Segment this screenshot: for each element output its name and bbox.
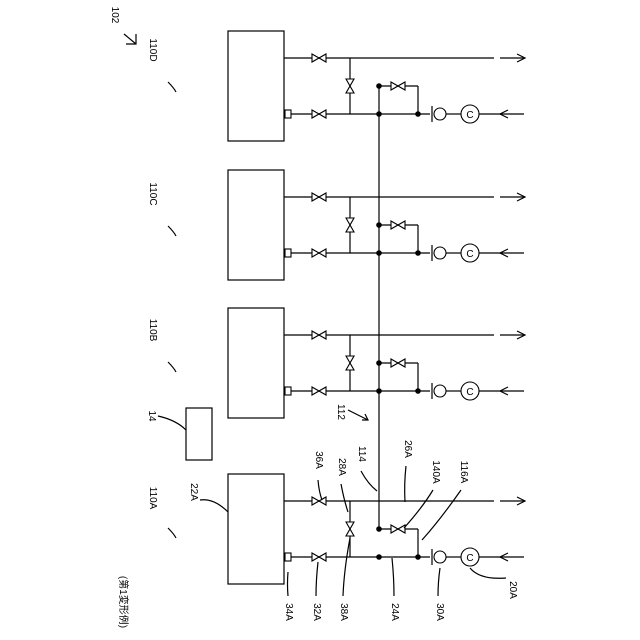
- module-label-110a: 110A: [147, 487, 158, 510]
- leader-28a: [341, 484, 348, 512]
- leader-110a: [168, 528, 176, 538]
- ref-26a: 26A: [402, 440, 413, 458]
- tank-box-110b: [228, 308, 284, 418]
- outlet-valve-icon-110c: [312, 193, 326, 201]
- check-valve-icon-110a: [434, 551, 446, 563]
- leader-22a: [200, 500, 228, 512]
- ref-24a: 24A: [389, 603, 400, 621]
- sensor-icon-110d: [285, 110, 291, 118]
- leader-26a: [405, 466, 406, 502]
- leader-140a: [404, 490, 433, 528]
- pump-symbol-110a: C: [466, 553, 473, 564]
- crossover-valve-icon-110a: [346, 522, 354, 536]
- leader-110c: [168, 226, 176, 236]
- ref-114: 114: [356, 446, 367, 462]
- ref-116a: 116A: [458, 461, 469, 484]
- crossover-valve-icon-110d: [346, 79, 354, 93]
- branch-return-dot-110d: [415, 111, 421, 117]
- leader-114: [361, 471, 377, 491]
- leader-110b: [168, 362, 176, 372]
- modules-layer: C C C C: [228, 31, 525, 584]
- ref-30a: 30A: [434, 603, 445, 621]
- leader-34a: [288, 572, 289, 596]
- module-unit-110c: C: [228, 170, 525, 280]
- outlet-valve-icon-110d: [312, 54, 326, 62]
- leader-38a: [343, 538, 350, 596]
- check-valve-icon-110d: [434, 108, 446, 120]
- tank-box-110a: [228, 474, 284, 584]
- module-label-110d: 110D: [147, 38, 158, 61]
- pump-symbol-110b: C: [466, 387, 473, 398]
- crossover-valve-icon-110b: [346, 356, 354, 370]
- ref-28a: 28A: [336, 458, 347, 476]
- bus-branch-valve-icon-110b: [391, 359, 405, 367]
- bus-label-112: 112: [335, 404, 346, 420]
- crossover-valve-icon-110c: [346, 218, 354, 232]
- leader-14: [158, 416, 186, 430]
- figure-caption: (第1変形例): [117, 576, 130, 628]
- leader-30a: [438, 568, 440, 596]
- sensor-icon-110a: [285, 553, 291, 561]
- module-unit-110d: C: [228, 31, 525, 141]
- ref-32a: 32A: [311, 603, 322, 621]
- controller-label: 14: [146, 410, 157, 422]
- branch-return-dot-110c: [415, 250, 421, 256]
- leader-24a: [392, 558, 394, 596]
- pump-symbol-110d: C: [466, 110, 473, 121]
- ref-20a: 20A: [507, 581, 518, 599]
- return-valve-icon-110d: [312, 110, 326, 118]
- return-valve-icon-110b: [312, 387, 326, 395]
- module-label-110b: 110B: [147, 319, 158, 342]
- leader-lines: [124, 34, 506, 596]
- module-unit-110b: C: [228, 308, 525, 418]
- module-label-110c: 110C: [147, 182, 158, 205]
- tank-box-110d: [228, 31, 284, 141]
- ref-34a: 34A: [283, 603, 294, 621]
- bus-return-dot-110a: [376, 554, 382, 560]
- system-ref-label: 102: [109, 7, 120, 24]
- check-valve-icon-110c: [434, 247, 446, 259]
- outlet-valve-icon-110b: [312, 331, 326, 339]
- leader-102: [124, 34, 136, 44]
- leader-32a: [316, 562, 318, 596]
- tank-box-110c: [228, 170, 284, 280]
- ref-140a: 140A: [430, 460, 441, 484]
- outlet-valve-icon-110a: [312, 497, 326, 505]
- sensor-icon-110b: [285, 387, 291, 395]
- ref-36a: 36A: [313, 451, 324, 469]
- check-valve-icon-110b: [434, 385, 446, 397]
- leader-36a: [318, 480, 322, 500]
- branch-return-dot-110b: [415, 388, 421, 394]
- leader-20a: [470, 568, 506, 578]
- ref-22a: 22A: [188, 483, 199, 501]
- return-valve-icon-110c: [312, 249, 326, 257]
- bus-branch-valve-icon-110a: [391, 525, 405, 533]
- return-valve-icon-110a: [312, 553, 326, 561]
- sensor-icon-110c: [285, 249, 291, 257]
- pump-symbol-110c: C: [466, 249, 473, 260]
- controller-box-14: [186, 408, 212, 460]
- leader-110d: [168, 82, 176, 92]
- bus-branch-valve-icon-110d: [391, 82, 405, 90]
- bus-branch-valve-icon-110c: [391, 221, 405, 229]
- ref-38a: 38A: [338, 603, 349, 621]
- branch-return-dot-110a: [415, 554, 421, 560]
